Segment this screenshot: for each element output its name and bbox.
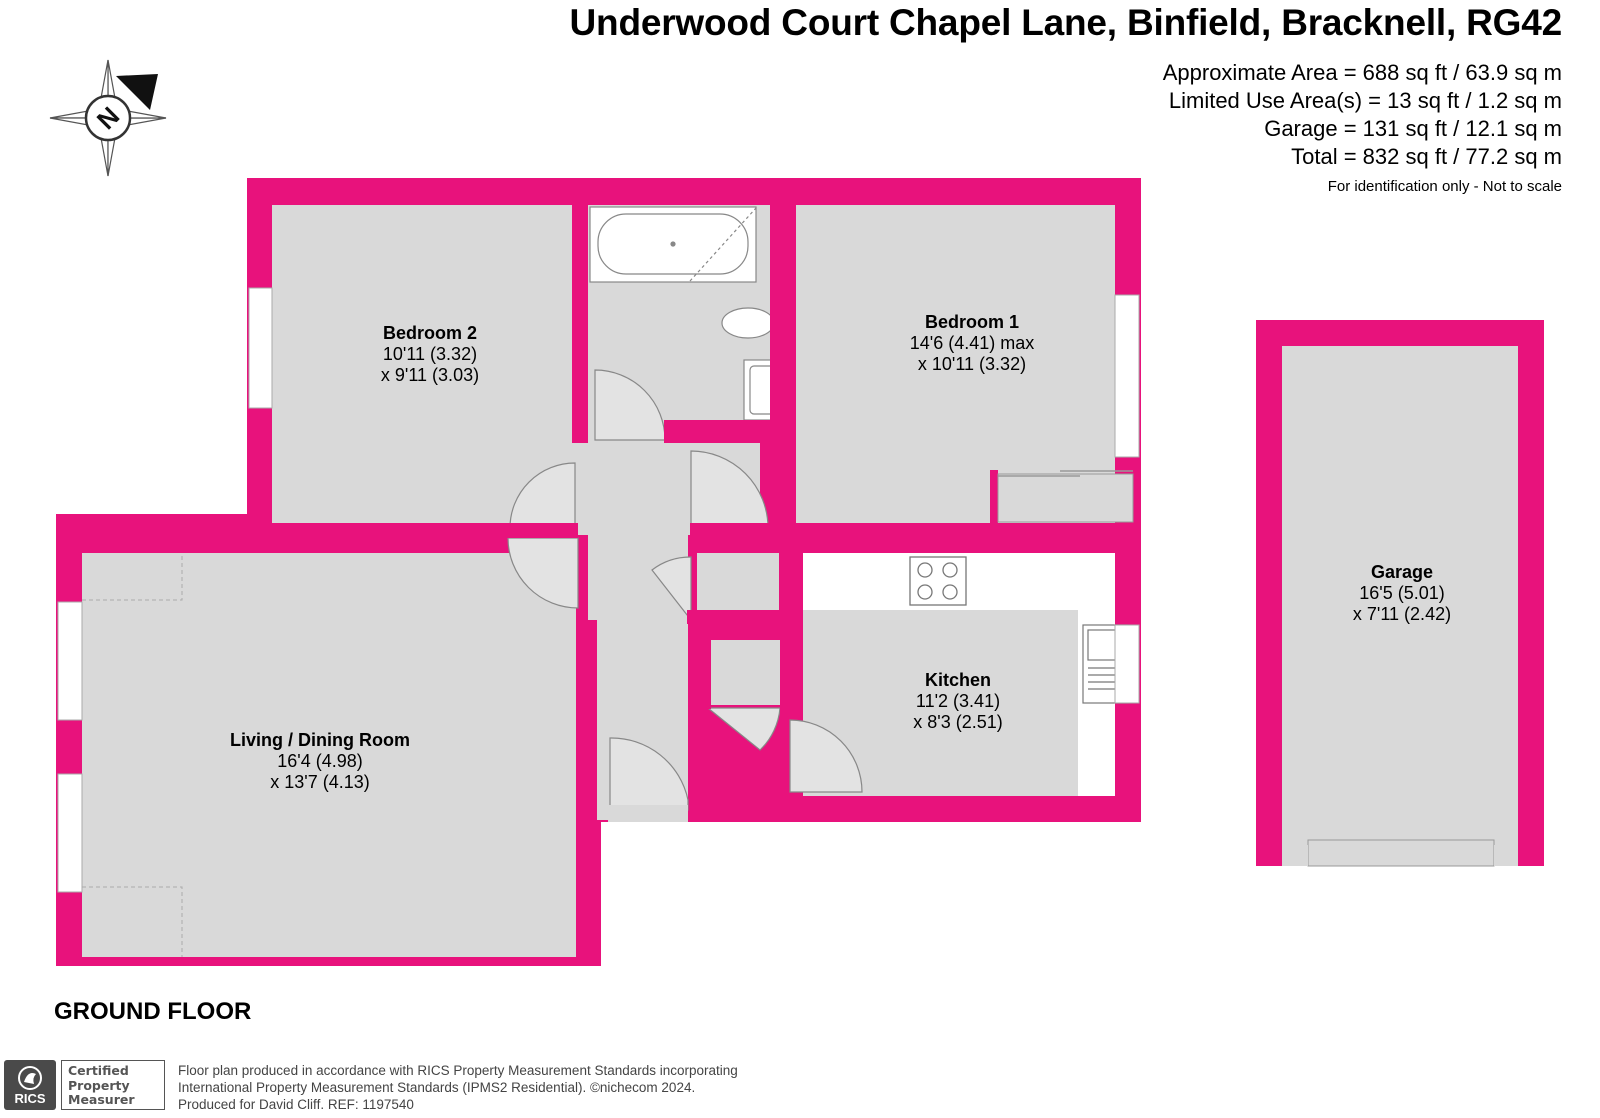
room-dimension: 16'5 (5.01)	[1359, 583, 1445, 603]
hob-icon	[909, 556, 967, 606]
doors	[507, 369, 863, 811]
rics-logo: RICS	[4, 1060, 56, 1110]
bedroom-1-floor	[796, 205, 1115, 523]
room-dimension: x 10'11 (3.32)	[917, 354, 1027, 374]
limited-use-area: Limited Use Area(s) = 13 sq ft / 1.2 sq …	[1168, 88, 1562, 113]
floor-label: GROUND FLOOR	[54, 998, 252, 1025]
garage-area: Garage = 131 sq ft / 12.1 sq m	[1264, 116, 1562, 141]
limited-use-areas	[82, 553, 183, 957]
footer-disclaimer: Floor plan produced in accordance with R…	[178, 1062, 738, 1113]
bath-icon	[589, 206, 757, 283]
room-dimension: x 13'7 (4.13)	[270, 772, 370, 792]
badge-line: Measurer	[68, 1092, 135, 1107]
room-label-bedroom-2: Bedroom 2 10'11 (3.32) x 9'11 (3.03)	[381, 323, 479, 386]
room-dimension: 16'4 (4.98)	[277, 751, 363, 771]
room-name: Bedroom 1	[924, 312, 1020, 332]
room-name: Living / Dining Room	[230, 730, 410, 750]
certified-measurer-badge: Certified Property Measurer	[61, 1060, 165, 1110]
property-title: Underwood Court Chapel Lane, Binfield, B…	[569, 2, 1563, 43]
wardrobe	[990, 470, 1134, 528]
footer-line: International Property Measurement Stand…	[178, 1080, 696, 1095]
room-dimension: 14'6 (4.41) max	[909, 333, 1035, 353]
lion-icon	[18, 1066, 42, 1090]
windows	[57, 287, 1140, 893]
room-dimension: x 7'11 (2.42)	[1352, 604, 1452, 624]
footer-line: Produced for David Cliff. REF: 1197540	[178, 1097, 414, 1112]
room-name: Kitchen	[924, 670, 992, 690]
garage	[1256, 320, 1544, 867]
not-to-scale-note: For identification only - Not to scale	[1327, 178, 1562, 195]
total-area: Total = 832 sq ft / 77.2 sq m	[1291, 144, 1562, 169]
internal-walls	[272, 205, 1115, 827]
room-dimension: x 9'11 (3.03)	[380, 365, 480, 385]
room-label-garage: Garage 16'5 (5.01) x 7'11 (2.42)	[1353, 562, 1451, 625]
living-room-floor	[82, 553, 576, 957]
rics-logo-text: RICS	[14, 1091, 46, 1106]
room-dimension: 10'11 (3.32)	[382, 344, 478, 364]
room-name: Bedroom 2	[382, 323, 478, 343]
badge-line: Property	[68, 1077, 130, 1093]
room-dimension: x 8'3 (2.51)	[913, 712, 1003, 732]
footer-line: Floor plan produced in accordance with R…	[178, 1063, 738, 1078]
room-label-bedroom-1: Bedroom 1 14'6 (4.41) max x 10'11 (3.32)	[910, 312, 1035, 375]
room-dimension: 11'2 (3.41)	[915, 691, 1001, 711]
room-label-kitchen: Kitchen 11'2 (3.41) x 8'3 (2.51)	[913, 670, 1002, 733]
compass-north-icon: N	[49, 59, 167, 177]
room-name: Garage	[1370, 562, 1434, 582]
room-label-living-dining: Living / Dining Room 16'4 (4.98) x 13'7 …	[230, 730, 410, 793]
badge-line: Certified	[68, 1063, 129, 1078]
approximate-area: Approximate Area = 688 sq ft / 63.9 sq m	[1162, 60, 1562, 85]
